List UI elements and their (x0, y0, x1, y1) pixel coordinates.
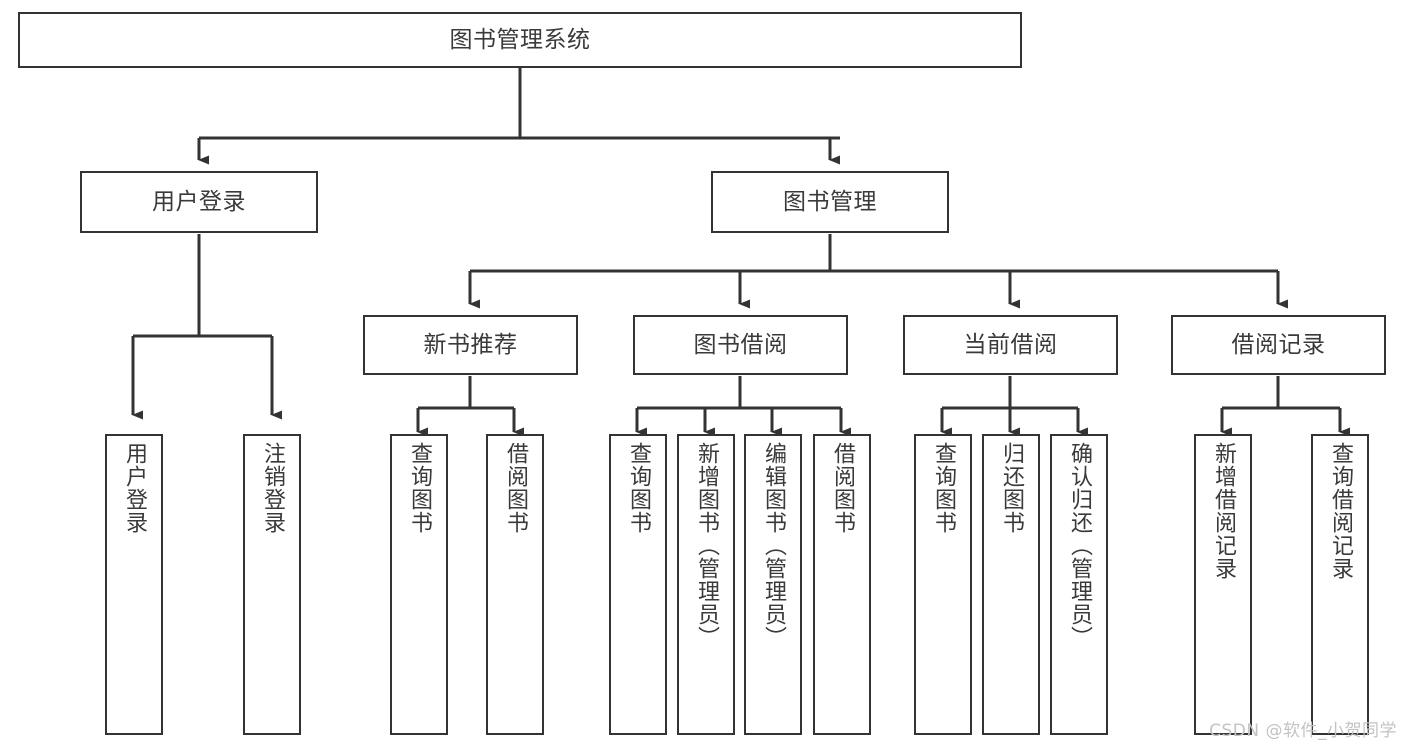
leaf-borrow-query-book[interactable]: 查询图书 (609, 434, 667, 735)
leaf-current-return-book-label: 归还图书 (998, 442, 1024, 534)
node-current-borrow-label: 当前借阅 (963, 331, 1058, 358)
watermark: CSDN @软件_小贺同学 (1209, 721, 1397, 741)
leaf-borrow-add-book-admin[interactable]: 新增图书（管理员） (677, 434, 735, 735)
leaf-current-query-book-label: 查询图书 (930, 442, 956, 534)
leaf-records-query-record-label: 查询借阅记录 (1327, 442, 1353, 580)
leaf-records-add-record-label: 新增借阅记录 (1210, 442, 1236, 580)
leaf-borrow-edit-book-admin-label: 编辑图书（管理员） (760, 442, 786, 649)
leaf-user-login-login-label: 用户登录 (121, 442, 147, 534)
leaf-user-login-login[interactable]: 用户登录 (105, 434, 163, 735)
leaf-new-book-query[interactable]: 查询图书 (390, 434, 448, 735)
leaf-new-book-borrow-label: 借阅图书 (502, 442, 528, 534)
node-root[interactable]: 图书管理系统 (18, 12, 1022, 68)
leaf-borrow-borrow-book[interactable]: 借阅图书 (813, 434, 871, 735)
leaf-current-query-book[interactable]: 查询图书 (914, 434, 972, 735)
leaf-borrow-edit-book-admin[interactable]: 编辑图书（管理员） (744, 434, 802, 735)
node-new-book-recommend[interactable]: 新书推荐 (363, 315, 578, 375)
node-root-label: 图书管理系统 (449, 26, 591, 53)
node-book-borrow-label: 图书借阅 (693, 331, 788, 358)
leaf-records-add-record[interactable]: 新增借阅记录 (1194, 434, 1252, 735)
leaf-borrow-borrow-book-label: 借阅图书 (829, 442, 855, 534)
leaf-new-book-query-label: 查询图书 (406, 442, 432, 534)
node-book-management-label: 图书管理 (783, 188, 877, 215)
node-book-borrow[interactable]: 图书借阅 (633, 315, 848, 375)
node-borrow-records[interactable]: 借阅记录 (1171, 315, 1386, 375)
leaf-user-login-logout[interactable]: 注销登录 (243, 434, 301, 735)
leaf-user-login-logout-label: 注销登录 (259, 442, 285, 534)
leaf-current-confirm-return-admin[interactable]: 确认归还（管理员） (1050, 434, 1108, 735)
leaf-current-return-book[interactable]: 归还图书 (982, 434, 1040, 735)
leaf-new-book-borrow[interactable]: 借阅图书 (486, 434, 544, 735)
node-book-management[interactable]: 图书管理 (711, 171, 949, 233)
node-new-book-recommend-label: 新书推荐 (423, 331, 518, 358)
leaf-current-confirm-return-admin-label: 确认归还（管理员） (1066, 442, 1092, 649)
leaf-borrow-add-book-admin-label: 新增图书（管理员） (693, 442, 719, 649)
node-user-login[interactable]: 用户登录 (80, 171, 318, 233)
node-user-login-label: 用户登录 (152, 188, 246, 215)
node-current-borrow[interactable]: 当前借阅 (903, 315, 1118, 375)
leaf-borrow-query-book-label: 查询图书 (625, 442, 651, 534)
leaf-records-query-record[interactable]: 查询借阅记录 (1311, 434, 1369, 735)
node-borrow-records-label: 借阅记录 (1231, 331, 1326, 358)
